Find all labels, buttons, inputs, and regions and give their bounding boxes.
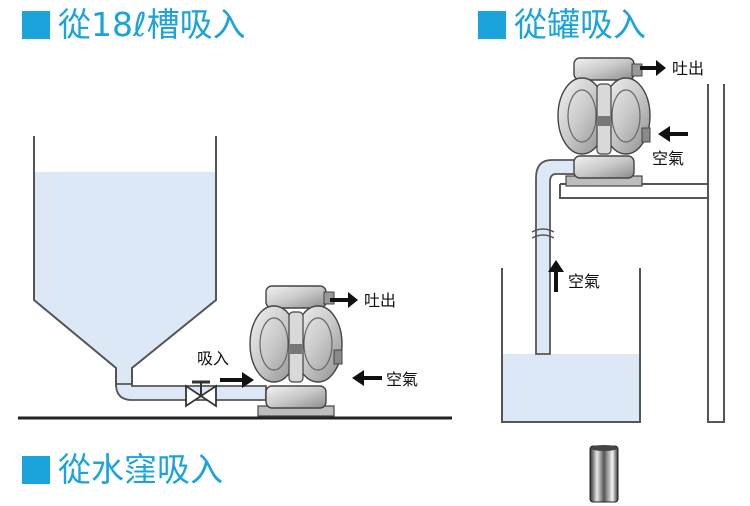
tank-liquid	[34, 172, 216, 392]
suction-pipe-2	[535, 159, 593, 355]
arrow-right-icon	[220, 372, 254, 388]
heading-text: 從罐吸入	[514, 5, 646, 44]
heading-text: 從水窪吸入	[58, 450, 223, 489]
valve-icon	[185, 380, 217, 408]
heading-square-icon	[478, 10, 506, 39]
arrow-left-icon	[352, 370, 382, 386]
heading-from-18l-tank: 從18ℓ槽吸入	[22, 8, 246, 41]
discharge-label-1: 吐出	[364, 291, 396, 310]
heading-text: 從18ℓ槽吸入	[58, 5, 246, 44]
heading-from-can: 從罐吸入	[478, 8, 646, 41]
heading-from-sump: 從水窪吸入	[22, 453, 223, 486]
hopper-outline	[33, 136, 217, 386]
air-label-2: 空氣	[652, 149, 684, 168]
can-outline	[501, 268, 641, 423]
suction-label: 吸入	[197, 349, 229, 368]
arrow-right-icon	[640, 60, 666, 76]
wall	[707, 84, 725, 423]
pump-1	[249, 285, 343, 417]
pipe-break	[531, 228, 555, 239]
heading-square-icon	[22, 455, 50, 484]
pipe-segment-icon	[589, 445, 619, 503]
arrow-right-icon	[330, 292, 358, 308]
arrow-up-icon	[548, 260, 564, 292]
air-label-1: 空氣	[386, 370, 418, 389]
heading-square-icon	[22, 10, 50, 39]
pump-2	[557, 57, 651, 187]
tank-scene	[18, 136, 452, 420]
arrow-left-icon	[658, 126, 688, 142]
air-label-3: 空氣	[568, 272, 600, 291]
can-liquid	[502, 354, 640, 422]
can-scene: 空氣	[501, 84, 725, 423]
discharge-label-2: 吐出	[672, 59, 704, 78]
